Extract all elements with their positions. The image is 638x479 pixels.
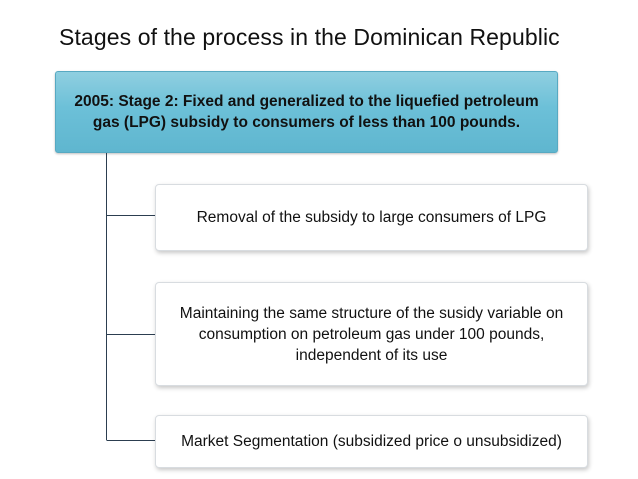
child-node-text: Removal of the subsidy to large consumer…: [196, 209, 547, 226]
child-node-structure: Maintaining the same structure of the su…: [155, 282, 588, 386]
root-node-text: 2005: Stage 2: Fixed and generalized to …: [74, 93, 539, 131]
child-node-removal: Removal of the subsidy to large consumer…: [155, 184, 588, 251]
root-node: 2005: Stage 2: Fixed and generalized to …: [55, 71, 558, 153]
slide-title: Stages of the process in the Dominican R…: [59, 24, 560, 50]
child-node-text: Maintaining the same structure of the su…: [179, 304, 564, 364]
child-node-text: Market Segmentation (subsidized price o …: [181, 433, 562, 450]
child-node-segmentation: Market Segmentation (subsidized price o …: [155, 415, 588, 468]
